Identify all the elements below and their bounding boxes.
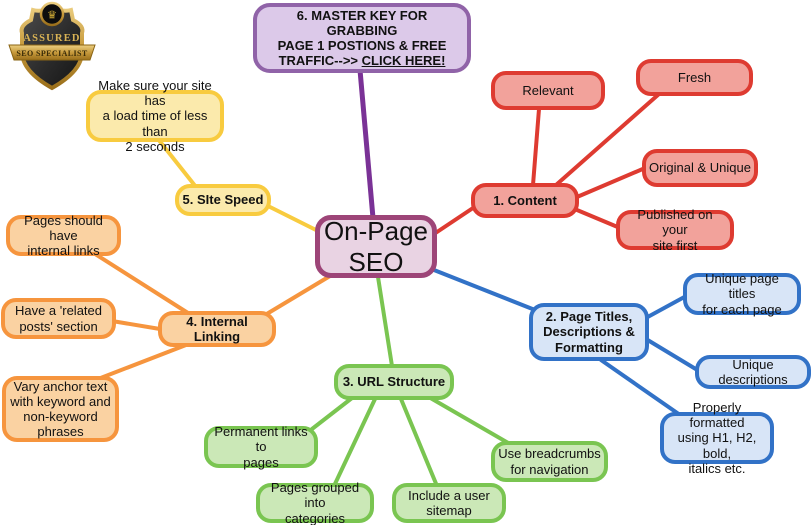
master-key-text-wrap: 6. MASTER KEY FOR GRABBING PAGE 1 POSTIO… <box>260 8 464 68</box>
leaf-load-time: Make sure your site has a load time of l… <box>86 78 224 154</box>
leaf-pages-grouped: Pages grouped into categories <box>256 480 374 525</box>
line-content-fresh <box>554 92 661 187</box>
leaf-related-posts: Have a 'related posts' section <box>1 298 116 339</box>
node-internal-linking: 4. Internal Linking <box>158 311 276 347</box>
crown-icon: ♛ <box>47 9 57 22</box>
node-site-speed: 5. SIte Speed <box>175 184 271 216</box>
node-master-key: 6. MASTER KEY FOR GRABBING PAGE 1 POSTIO… <box>253 3 471 73</box>
line-internal-vary <box>96 343 188 381</box>
line-url-grouped <box>332 397 377 488</box>
line-url-breadcrumbs <box>425 394 512 446</box>
node-url-structure: 3. URL Structure <box>334 364 454 400</box>
leaf-vary-anchor-text: Vary anchor text with keyword and non-ke… <box>2 376 119 442</box>
leaf-user-sitemap: Include a user sitemap <box>392 483 506 523</box>
line-internal-related <box>110 319 162 331</box>
line-url-structure <box>376 275 394 368</box>
line-master-key <box>357 67 376 221</box>
master-key-text: 6. MASTER KEY FOR GRABBING PAGE 1 POSTIO… <box>277 7 447 69</box>
leaf-published-first: Published on your site first <box>616 207 734 253</box>
badge-ribbon-text: SEO SPECIALIST <box>16 49 87 58</box>
line-url-sitemap <box>399 397 439 488</box>
line-titles-unique-desc <box>644 337 701 373</box>
line-site-speed-leaf <box>156 137 198 189</box>
leaf-unique-descriptions: Unique descriptions <box>695 355 811 389</box>
line-page-titles <box>432 268 537 312</box>
line-content-relevant <box>531 107 541 187</box>
leaf-properly-formatted: Properly formatted using H1, H2, bold, i… <box>660 400 774 476</box>
leaf-original-unique: Original & Unique <box>642 149 758 187</box>
line-content-published <box>575 208 622 230</box>
click-here-link[interactable]: CLICK HERE! <box>361 53 446 69</box>
leaf-breadcrumbs: Use breadcrumbs for navigation <box>491 441 608 482</box>
leaf-internal-links: Pages should have internal links <box>6 213 121 258</box>
line-url-permanent <box>310 396 354 431</box>
line-site-speed <box>264 203 324 235</box>
line-internal-linking <box>258 274 332 320</box>
badge-crest-circle <box>39 1 65 27</box>
leaf-unique-page-titles: Unique page titles for each page <box>683 271 801 317</box>
node-on-page-seo: On-Page SEO <box>315 215 437 278</box>
seo-specialist-badge: ♛ ASSURED SEO SPECIALIST <box>8 1 96 91</box>
node-content: 1. Content <box>471 183 579 218</box>
leaf-relevant: Relevant <box>491 71 605 110</box>
line-titles-unique-titles <box>642 293 690 321</box>
line-titles-formatted <box>599 358 685 419</box>
line-internal-pages <box>90 250 190 315</box>
badge-ribbon <box>8 44 96 61</box>
line-content <box>432 204 478 236</box>
leaf-fresh: Fresh <box>636 59 753 96</box>
node-page-titles: 2. Page Titles, Descriptions & Formattin… <box>529 303 649 361</box>
leaf-permanent-links: Permanent links to pages <box>204 424 318 470</box>
badge-assured-text: ASSURED <box>23 33 80 44</box>
line-content-original <box>575 166 647 199</box>
